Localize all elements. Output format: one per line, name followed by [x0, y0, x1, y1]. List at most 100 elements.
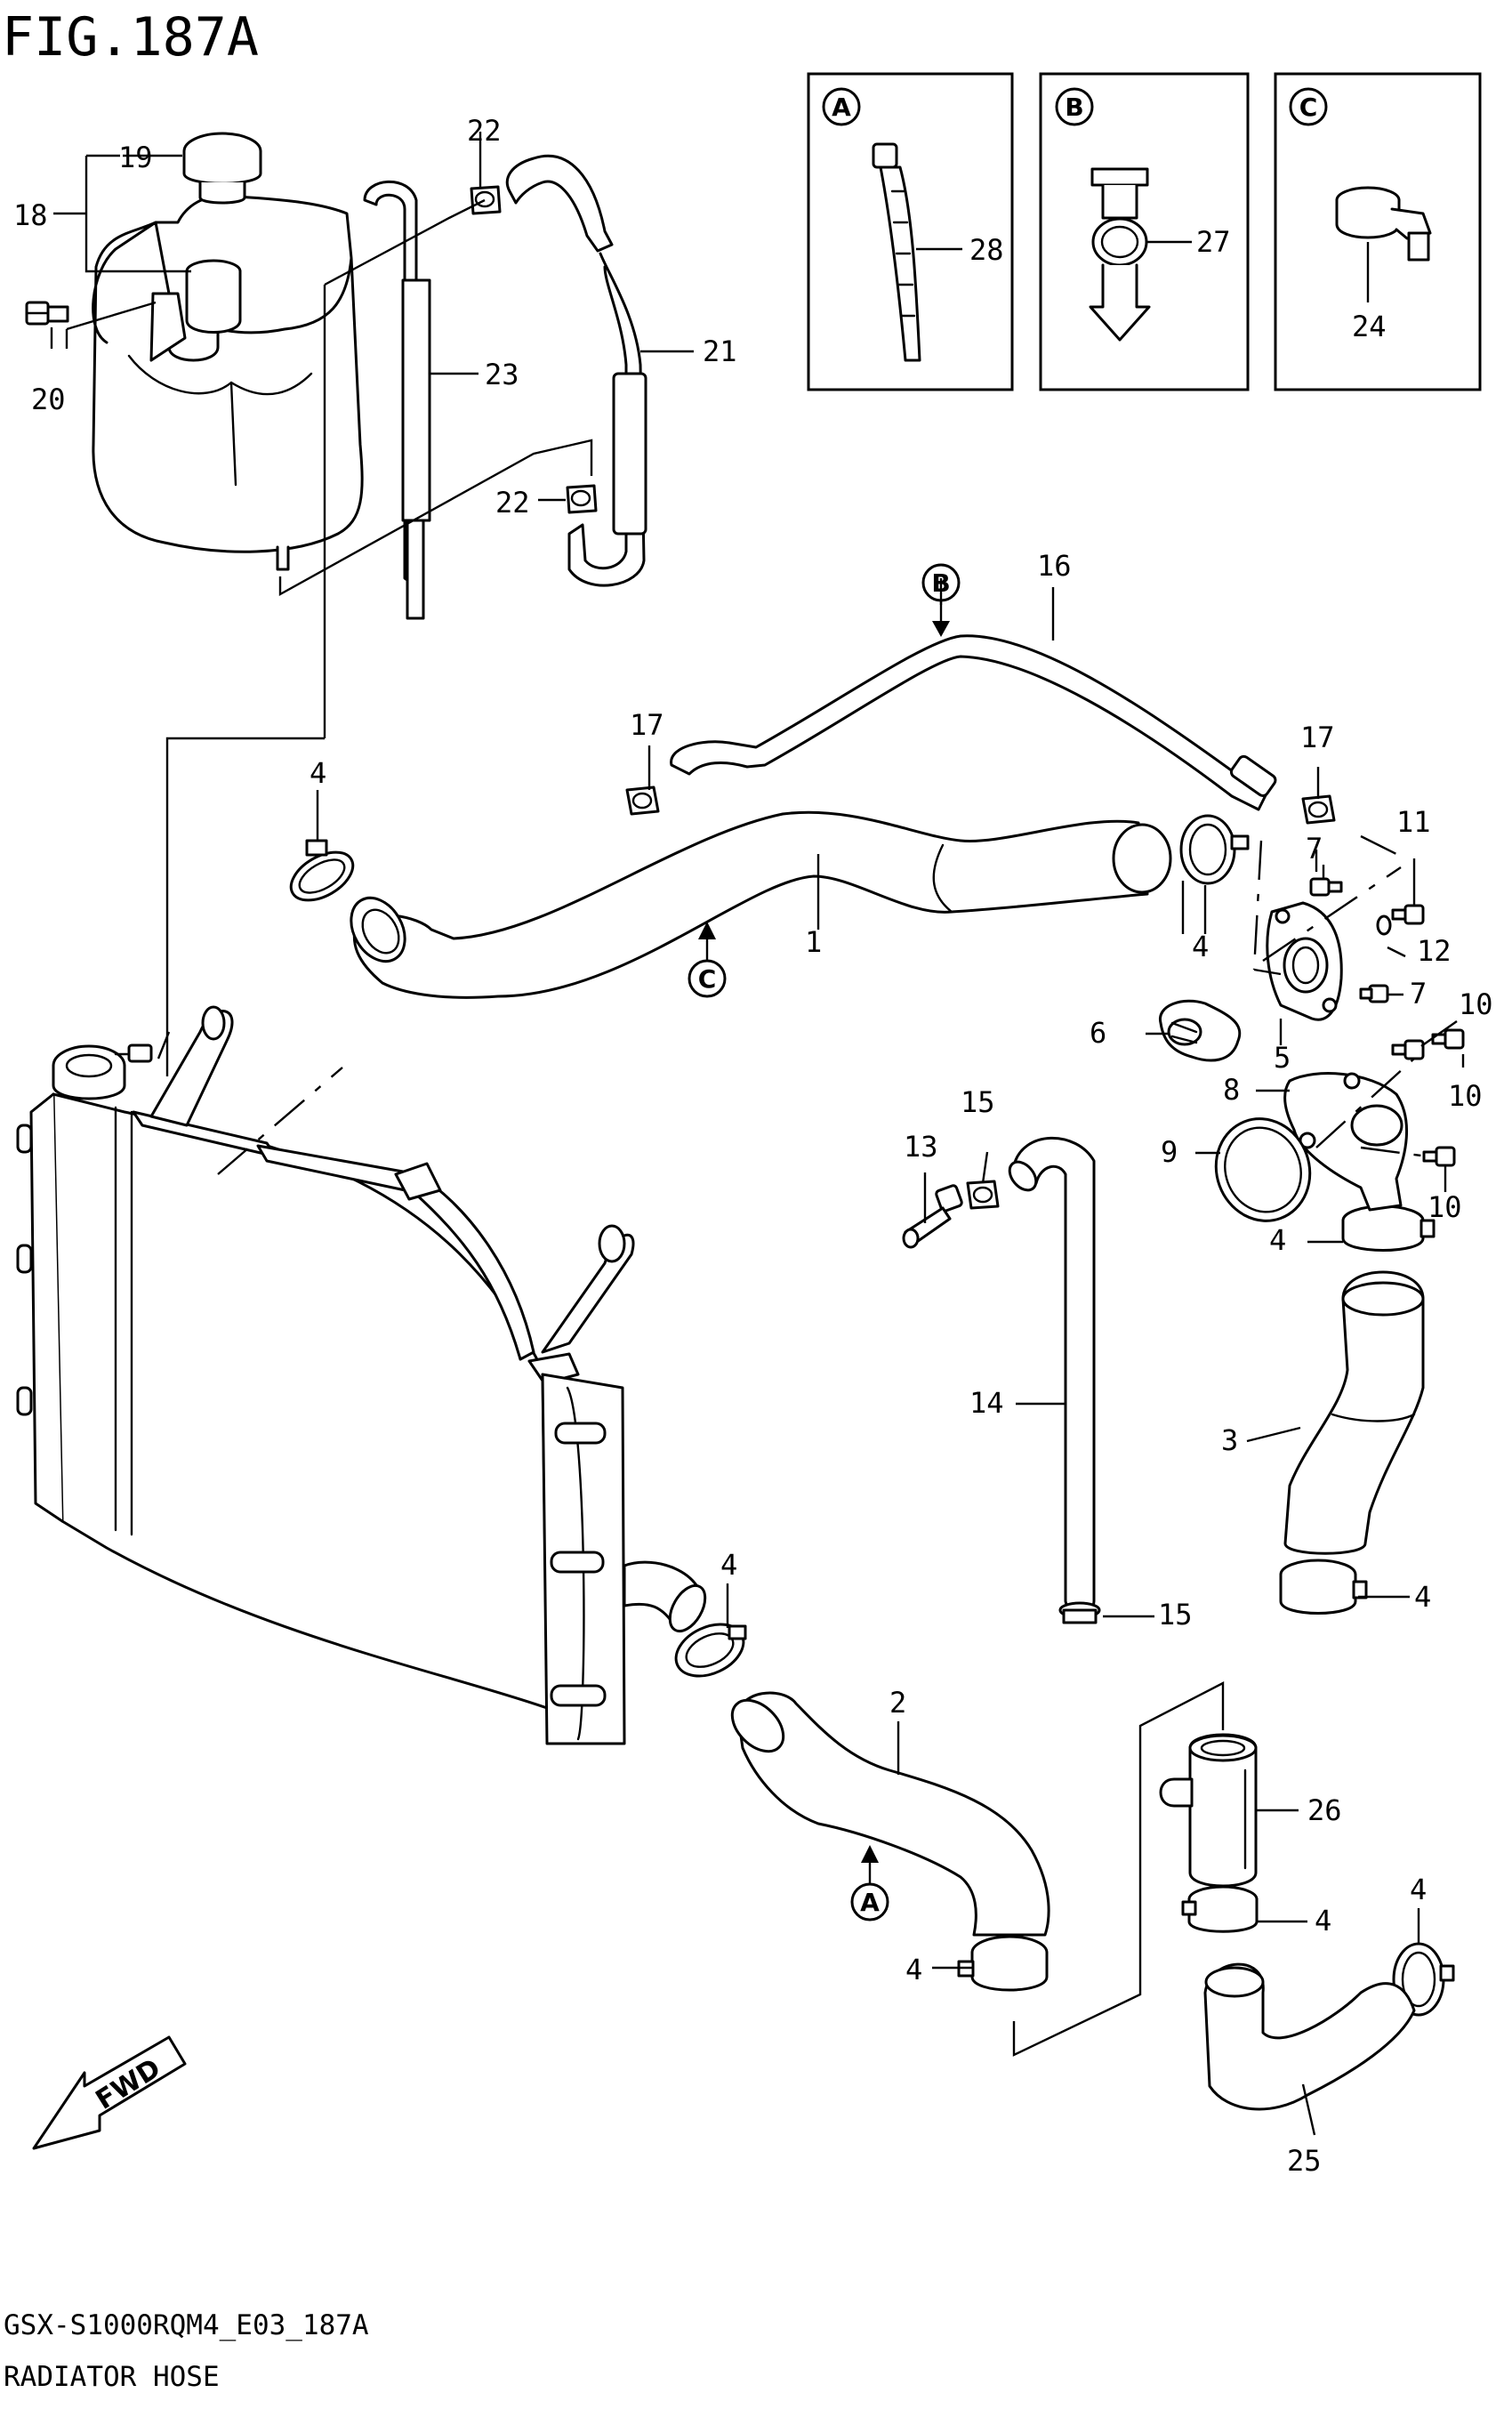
bolt-7-lower	[1359, 984, 1389, 1003]
bolt-10-b	[1431, 1028, 1465, 1050]
clamp-4-pipe26	[1181, 1885, 1259, 1933]
clip-15-bottom	[1058, 1601, 1101, 1624]
callout-25: 25	[1287, 2144, 1322, 2178]
hose-21	[505, 154, 647, 587]
callout-17-left: 17	[630, 708, 664, 742]
callout-21: 21	[703, 334, 737, 368]
callouts: 1 2 3 4 4 4 4 4 4 4 4 5 6 7 7 8 9 10 10 …	[13, 114, 1493, 2178]
svg-text:A: A	[860, 1888, 880, 1917]
callout-9: 9	[1161, 1135, 1178, 1169]
callout-10-a: 10	[1459, 987, 1493, 1021]
bolt-10-a	[1391, 1039, 1425, 1060]
bolt-7-upper	[1309, 877, 1343, 897]
radiator	[16, 1005, 707, 1745]
section-name: RADIATOR HOSE	[4, 2361, 220, 2393]
clip-22-bottom	[566, 484, 598, 514]
callout-1: 1	[805, 925, 822, 959]
bolt-13	[902, 1184, 963, 1249]
callout-4-pipe26: 4	[1315, 1904, 1331, 1938]
callout-26: 26	[1307, 1793, 1342, 1827]
figure-title: FIG.187A	[2, 6, 259, 68]
part-number-28: 28	[969, 233, 1004, 267]
washer-12	[1376, 914, 1392, 936]
hose-14	[1008, 1136, 1096, 1613]
svg-text:C: C	[698, 964, 717, 994]
detail-box-a: A 28	[807, 72, 1014, 391]
callout-13: 13	[904, 1130, 938, 1164]
callout-4-radiator-left: 4	[310, 756, 326, 790]
callout-16: 16	[1037, 549, 1072, 583]
clip-22-top	[470, 185, 502, 215]
spring-clamp-icon	[1335, 186, 1432, 262]
clamp-4-radiator-bottom	[674, 1623, 747, 1678]
detail-box-b: B 27	[1039, 72, 1250, 391]
callout-12: 12	[1417, 934, 1452, 968]
housing-8	[1283, 1072, 1408, 1212]
callout-22-bottom: 22	[495, 486, 530, 520]
reservoir-tank	[92, 194, 364, 571]
callout-5: 5	[1274, 1041, 1291, 1075]
callout-14: 14	[969, 1386, 1004, 1420]
detail-box-c: C 24	[1274, 72, 1482, 391]
callout-4-hose2-end: 4	[905, 1953, 922, 1986]
callout-15-bottom: 15	[1158, 1598, 1193, 1632]
clamp-4-hose3-top	[1341, 1204, 1436, 1252]
leader-lines	[316, 578, 1465, 2136]
callout-22-top: 22	[467, 114, 502, 148]
callout-7-lower: 7	[1410, 977, 1427, 1011]
forward-arrow: FWD	[32, 2035, 187, 2150]
callout-7-upper: 7	[1306, 832, 1323, 866]
callout-17-right: 17	[1300, 721, 1335, 754]
part-number-24: 24	[1352, 310, 1387, 343]
callout-4-thermo: 4	[1192, 930, 1209, 963]
callout-2: 2	[889, 1686, 906, 1720]
callout-4-hose3-bottom: 4	[1414, 1580, 1431, 1614]
clip-17-right	[1301, 794, 1336, 825]
reservoir-cap	[182, 132, 262, 205]
callout-11: 11	[1396, 805, 1431, 839]
callout-10-c: 10	[1428, 1190, 1462, 1224]
detail-letter-c: C	[1299, 93, 1318, 122]
callout-15-top: 15	[961, 1085, 995, 1119]
callout-19: 19	[118, 141, 153, 174]
callout-18: 18	[13, 198, 48, 232]
hose-16	[670, 634, 1277, 811]
clamp-4-hose2-end	[957, 1935, 1049, 1992]
callout-4-radiator-bottom: 4	[720, 1548, 737, 1582]
screw-radiator	[114, 1043, 153, 1063]
bolt-11	[1391, 904, 1425, 925]
model-code: GSX-S1000RQM4_E03_187A	[4, 2309, 369, 2341]
hose-3	[1283, 1270, 1425, 1555]
part-number-27: 27	[1196, 225, 1231, 259]
detail-letter-b: B	[1065, 93, 1083, 122]
pipe-26	[1159, 1733, 1258, 1888]
clip-15-top	[966, 1180, 1000, 1210]
bolt-20	[25, 301, 69, 326]
callout-3: 3	[1221, 1423, 1238, 1457]
detail-letter-a: A	[832, 93, 851, 122]
bolt-10-c	[1422, 1146, 1456, 1167]
hose-23	[363, 180, 431, 620]
callout-6: 6	[1090, 1016, 1106, 1050]
clamp-4-hose3-bottom	[1279, 1559, 1368, 1615]
callout-20: 20	[31, 383, 66, 416]
hose-clamp-band-icon	[1089, 167, 1151, 342]
thermostat-6	[1159, 999, 1242, 1062]
callout-23: 23	[485, 358, 519, 391]
cable-tie-icon	[872, 142, 921, 362]
thermostat-cover-5	[1266, 901, 1343, 1021]
direction-mark-c: C	[688, 922, 727, 998]
clip-17-left	[625, 786, 660, 816]
direction-mark-a: A	[850, 1845, 889, 1922]
clamp-4-thermo	[1179, 814, 1250, 885]
callout-10-b: 10	[1448, 1079, 1483, 1113]
hose-2	[730, 1691, 1050, 1937]
hose-25	[1203, 1962, 1416, 2111]
callout-4-hose25: 4	[1410, 1873, 1427, 1906]
o-ring-9	[1214, 1117, 1312, 1222]
callout-8: 8	[1223, 1073, 1240, 1107]
callout-4-hose3-top: 4	[1269, 1223, 1286, 1257]
clamp-4-radiator-left	[289, 839, 355, 902]
hose-1	[350, 810, 1172, 999]
